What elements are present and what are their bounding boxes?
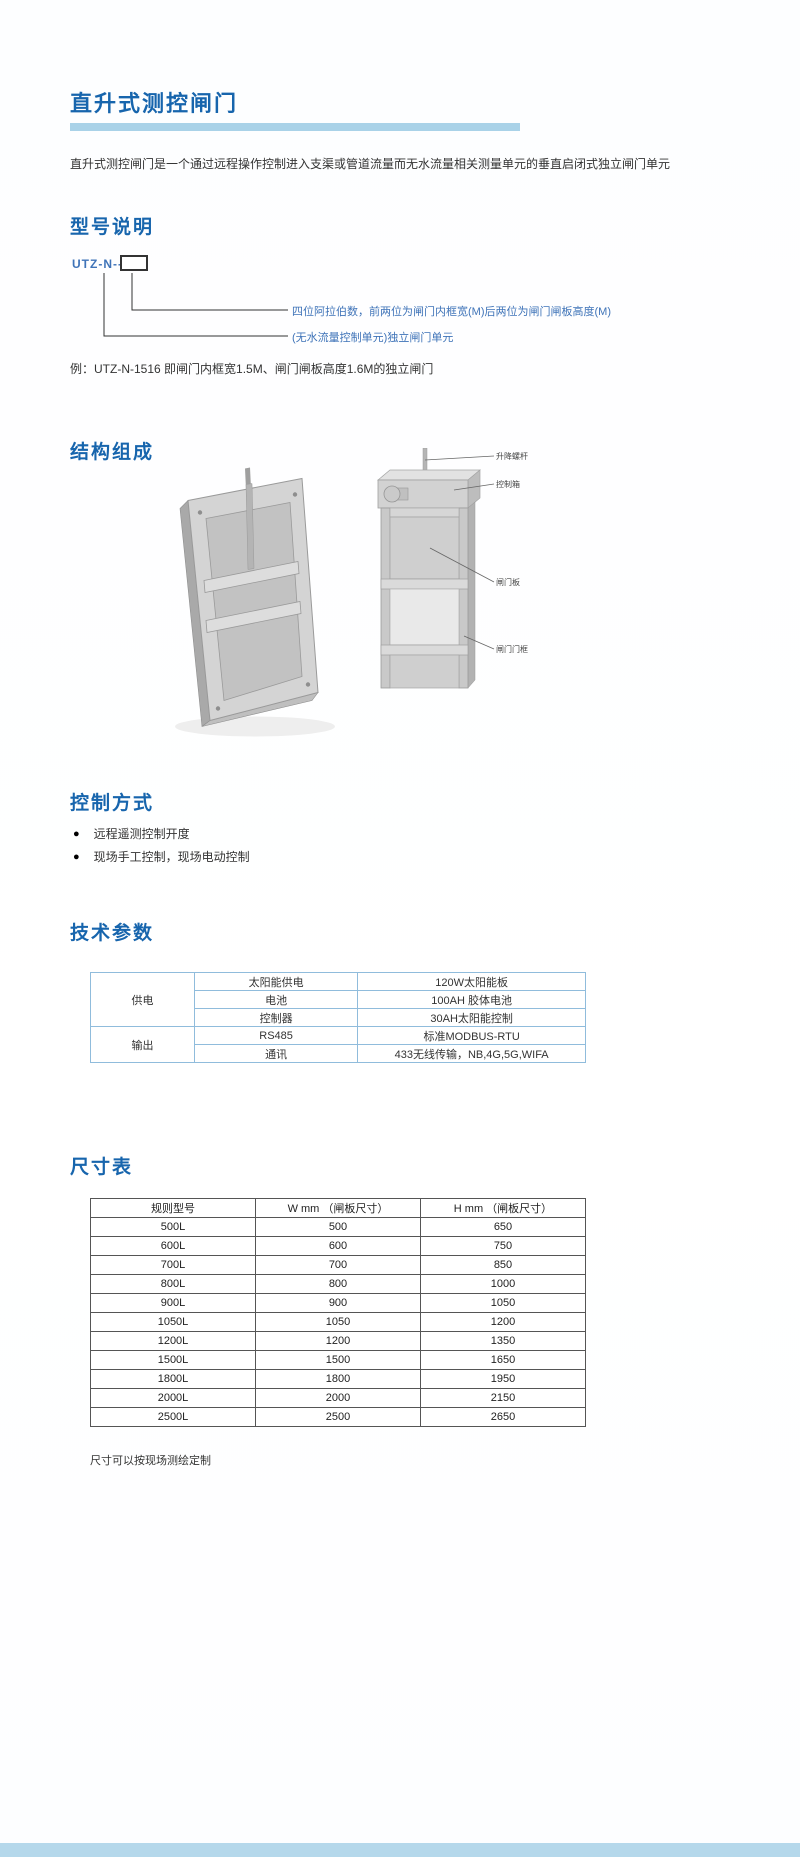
size-model: 1800L bbox=[90, 1369, 256, 1389]
control-method-list: ● 远程遥测控制开度 ● 现场手工控制，现场电动控制 bbox=[73, 822, 250, 868]
size-width: 1050 bbox=[255, 1312, 421, 1332]
size-width: 1800 bbox=[255, 1369, 421, 1389]
title-underline-bar bbox=[70, 123, 520, 131]
size-height: 650 bbox=[420, 1217, 586, 1237]
size-width: 800 bbox=[255, 1274, 421, 1294]
size-model: 500L bbox=[90, 1217, 256, 1237]
size-model: 700L bbox=[90, 1255, 256, 1275]
size-model: 1500L bbox=[90, 1350, 256, 1370]
page-description: 直升式测控闸门是一个通过远程操作控制进入支渠或管道流量而无水流量相关测量单元的垂… bbox=[70, 157, 671, 171]
size-width: 1200 bbox=[255, 1331, 421, 1351]
size-width: 2000 bbox=[255, 1388, 421, 1408]
tech-parameters-table: 供电 太阳能供电 120W太阳能板 电池 100AH 胶体电池 控制器 30AH… bbox=[90, 972, 586, 1063]
size-note: 尺寸可以按现场测绘定制 bbox=[90, 1455, 211, 1467]
footer-bar bbox=[0, 1843, 800, 1857]
gate-annotated-figure: 升降螺杆 控制箱 闸门板 闸门门框 bbox=[377, 448, 528, 689]
size-width: 600 bbox=[255, 1236, 421, 1256]
page-title: 直升式测控闸门 bbox=[70, 91, 239, 116]
size-model: 600L bbox=[90, 1236, 256, 1256]
size-height: 2650 bbox=[420, 1407, 586, 1427]
size-height: 2150 bbox=[420, 1388, 586, 1408]
tech-param-name: 控制器 bbox=[193, 1008, 359, 1027]
model-example-text: 例：UTZ-N-1516 即闸门内框宽1.5M、闸门闸板高度1.6M的独立闸门 bbox=[70, 362, 434, 376]
part-label-gate-plate: 闸门板 bbox=[496, 577, 520, 587]
tech-group-output: 输出 bbox=[90, 1026, 195, 1063]
model-placeholder-box bbox=[120, 255, 148, 271]
tech-param-name: RS485 bbox=[193, 1026, 359, 1045]
size-width: 900 bbox=[255, 1293, 421, 1313]
size-width: 700 bbox=[255, 1255, 421, 1275]
size-model: 2500L bbox=[90, 1407, 256, 1427]
size-width: 500 bbox=[255, 1217, 421, 1237]
part-label-lifting-screw: 升降螺杆 bbox=[496, 451, 528, 461]
section-heading-control: 控制方式 bbox=[70, 793, 155, 814]
section-heading-tech: 技术参数 bbox=[70, 923, 155, 944]
model-prefix-text: UTZ-N-- bbox=[72, 257, 123, 271]
table-row: 输出 RS485 标准MODBUS-RTU bbox=[90, 1026, 586, 1063]
size-height: 850 bbox=[420, 1255, 586, 1275]
size-height: 750 bbox=[420, 1236, 586, 1256]
size-height: 1000 bbox=[420, 1274, 586, 1294]
size-model: 2000L bbox=[90, 1388, 256, 1408]
size-col-header-model: 规则型号 bbox=[90, 1198, 256, 1218]
size-height: 1200 bbox=[420, 1312, 586, 1332]
size-model: 900L bbox=[90, 1293, 256, 1313]
control-item-label: 现场手工控制，现场电动控制 bbox=[93, 850, 250, 864]
table-row: 供电 太阳能供电 120W太阳能板 bbox=[90, 972, 586, 1027]
size-height: 1950 bbox=[420, 1369, 586, 1389]
control-item-label: 远程遥测控制开度 bbox=[93, 827, 190, 841]
tech-param-value: 100AH 胶体电池 bbox=[357, 990, 586, 1009]
tech-group-power: 供电 bbox=[90, 972, 195, 1027]
part-label-control-box: 控制箱 bbox=[496, 479, 520, 489]
size-model: 1050L bbox=[90, 1312, 256, 1332]
size-table-header-row: 规则型号 W mm （闸板尺寸） H mm （闸板尺寸） bbox=[90, 1198, 586, 1218]
tech-param-name: 电池 bbox=[193, 990, 359, 1009]
size-model: 1200L bbox=[90, 1331, 256, 1351]
table-row: 电池 100AH 胶体电池 bbox=[91, 990, 586, 1009]
bullet-icon: ● bbox=[73, 850, 80, 863]
tech-param-name: 太阳能供电 bbox=[193, 972, 359, 991]
size-col-header-width: W mm （闸板尺寸） bbox=[255, 1198, 421, 1218]
model-callout-digits: 四位阿拉伯数，前两位为闸门内框宽(M)后两位为闸门闸板高度(M) bbox=[292, 306, 611, 318]
size-height: 1050 bbox=[420, 1293, 586, 1313]
model-callout-unit: (无水流量控制单元)独立闸门单元 bbox=[292, 332, 454, 344]
size-width: 2500 bbox=[255, 1407, 421, 1427]
tech-param-value: 120W太阳能板 bbox=[357, 972, 586, 991]
size-width: 1500 bbox=[255, 1350, 421, 1370]
section-heading-size: 尺寸表 bbox=[70, 1157, 134, 1178]
tech-param-value: 30AH太阳能控制 bbox=[357, 1008, 586, 1027]
model-code-diagram: UTZ-N-- 四位阿拉伯数，前两位为闸门内框宽(M)后两位为闸门闸板高度(M)… bbox=[70, 255, 690, 365]
tech-param-value: 标准MODBUS-RTU bbox=[357, 1026, 586, 1045]
section-heading-model: 型号说明 bbox=[70, 217, 155, 238]
part-label-gate-frame: 闸门门框 bbox=[496, 644, 528, 654]
model-callout-lines bbox=[103, 273, 288, 337]
tech-param-name: 通讯 bbox=[193, 1044, 359, 1063]
size-col-header-height: H mm （闸板尺寸） bbox=[420, 1198, 586, 1218]
size-height: 1350 bbox=[420, 1331, 586, 1351]
table-row: 通讯 433无线传输，NB,4G,5G,WIFA bbox=[91, 1044, 586, 1063]
size-height: 1650 bbox=[420, 1350, 586, 1370]
gate-perspective-figure bbox=[175, 467, 335, 737]
size-model: 800L bbox=[90, 1274, 256, 1294]
bullet-icon: ● bbox=[73, 827, 80, 840]
section-heading-structure: 结构组成 bbox=[70, 442, 155, 463]
tech-param-value: 433无线传输，NB,4G,5G,WIFA bbox=[357, 1044, 586, 1063]
control-list-item: ● 现场手工控制，现场电动控制 bbox=[73, 845, 250, 868]
control-list-item: ● 远程遥测控制开度 bbox=[73, 822, 250, 845]
